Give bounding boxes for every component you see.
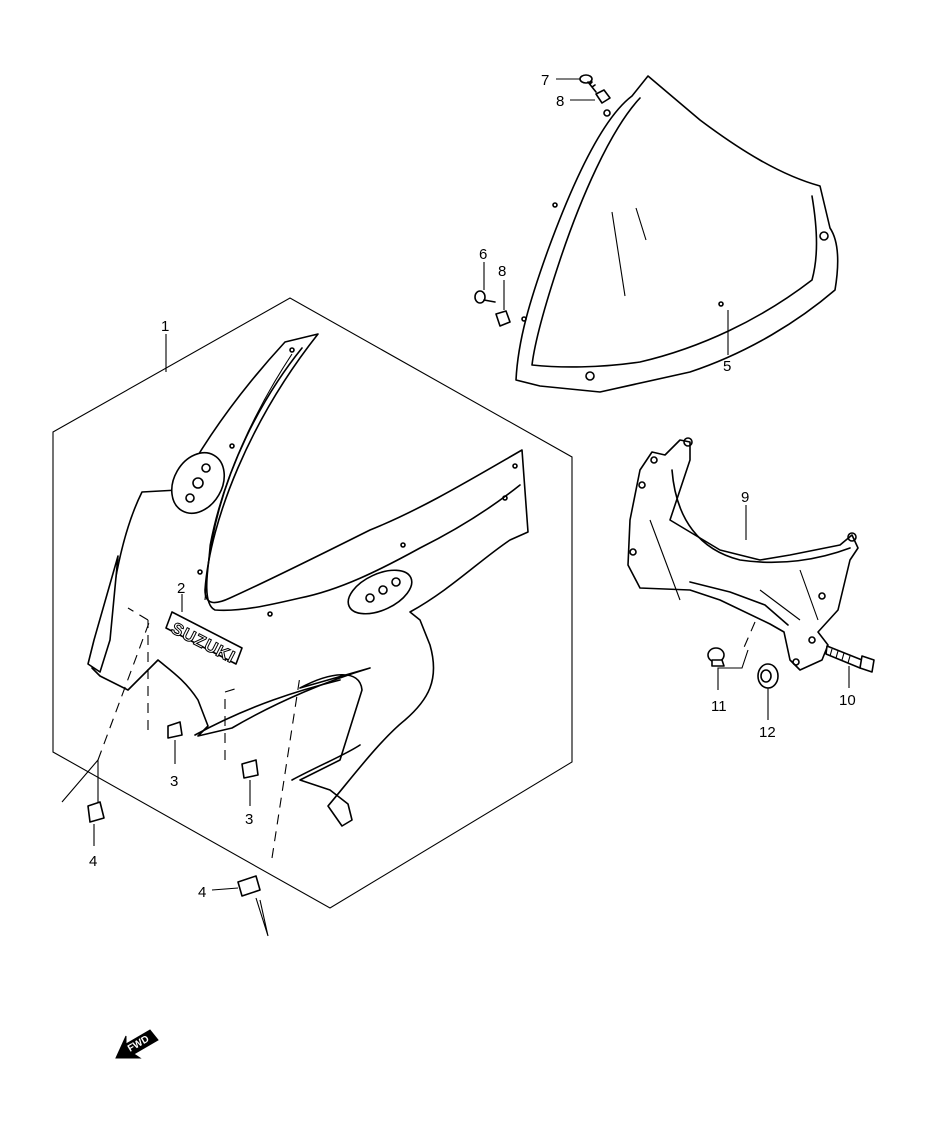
callout-4-bottom: 4 bbox=[198, 884, 206, 901]
callout-4-left: 4 bbox=[89, 853, 97, 870]
cushion-part-3-left bbox=[167, 721, 183, 739]
cushion-part-3-right bbox=[241, 759, 259, 779]
screw-part-6 bbox=[474, 290, 496, 304]
callout-9: 9 bbox=[741, 489, 749, 506]
cowling-group-outline bbox=[52, 297, 573, 909]
callout-2: 2 bbox=[177, 580, 185, 597]
callout-12: 12 bbox=[759, 724, 776, 741]
callout-labels: 1 2 3 3 4 4 5 6 7 8 8 9 10 11 12 bbox=[89, 72, 856, 901]
windscreen bbox=[515, 75, 839, 393]
cushion-part-4-left bbox=[87, 801, 105, 823]
callout-8-side: 8 bbox=[498, 263, 506, 280]
nut-part-8-top bbox=[595, 89, 611, 104]
cushion-part-4-bottom bbox=[237, 875, 261, 897]
callout-3-right: 3 bbox=[245, 811, 253, 828]
nut-part-8-side bbox=[495, 310, 511, 327]
front-cowling bbox=[87, 333, 529, 827]
callout-5: 5 bbox=[723, 358, 731, 375]
leader-lines bbox=[61, 78, 850, 937]
bolt-part-10 bbox=[825, 645, 875, 673]
callout-11: 11 bbox=[711, 698, 727, 715]
screw-part-7 bbox=[579, 74, 597, 93]
cowling-bracket bbox=[627, 437, 859, 671]
washer-part-12 bbox=[757, 663, 779, 689]
forward-direction-arrow: FWD bbox=[115, 1029, 159, 1059]
callout-10: 10 bbox=[839, 692, 856, 709]
callout-1: 1 bbox=[161, 318, 169, 335]
callout-7: 7 bbox=[541, 72, 549, 89]
grommet-part-11 bbox=[707, 647, 725, 667]
alignment-lines bbox=[97, 607, 756, 859]
callout-8-top: 8 bbox=[556, 93, 564, 110]
callout-3-left: 3 bbox=[170, 773, 178, 790]
callout-6: 6 bbox=[479, 246, 487, 263]
